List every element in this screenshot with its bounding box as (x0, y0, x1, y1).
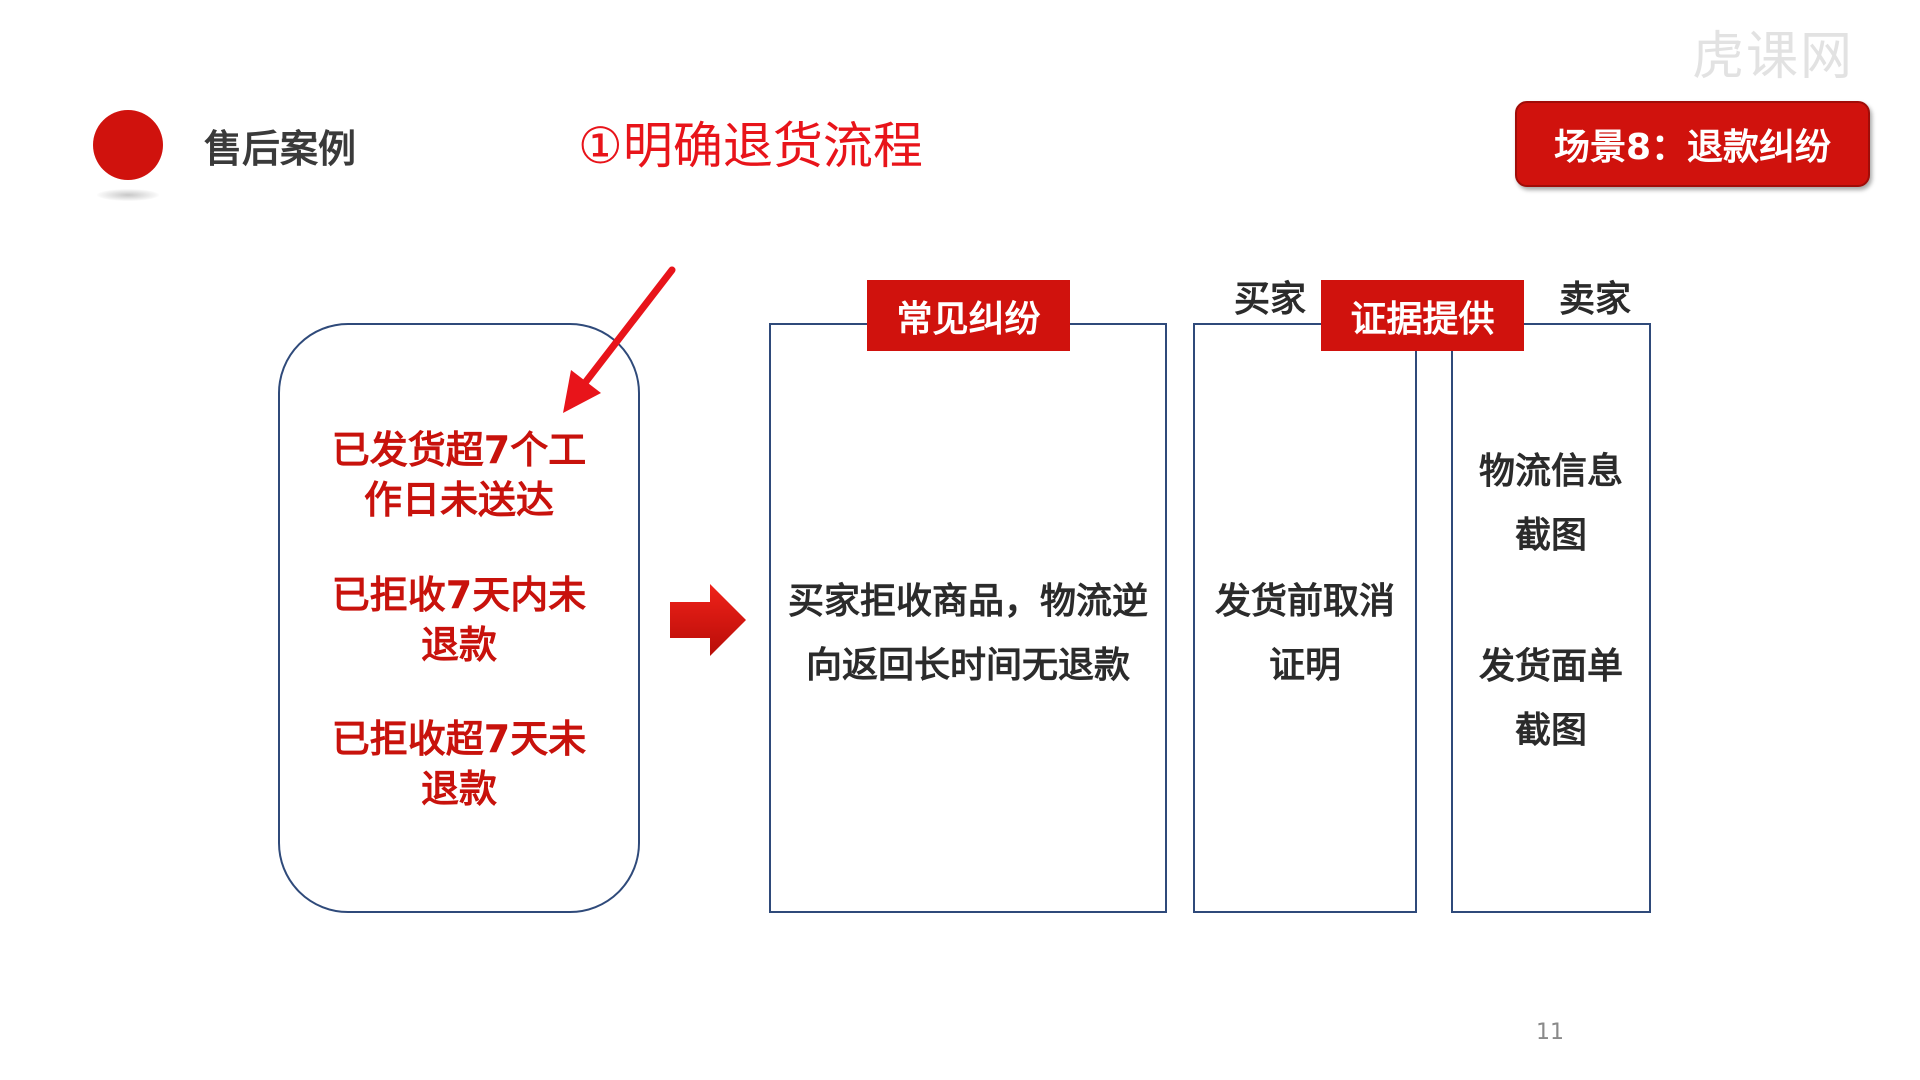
case-item-3: 已拒收超7天未 退款 (331, 717, 587, 811)
case-item-2: 已拒收7天内未 退款 (331, 573, 587, 667)
right-arrow-icon (670, 584, 746, 656)
buyer-label: 买家 (1234, 279, 1307, 320)
common-dispute-tag: 常见纠纷 (867, 280, 1070, 351)
section-title: 售后案例 (204, 127, 357, 171)
seller-label: 卖家 (1559, 279, 1632, 320)
case-item-1: 已发货超7个工 作日未送达 (331, 428, 587, 522)
page-number: 11 (1536, 1020, 1564, 1045)
step-title: ①明确退货流程 (578, 117, 923, 175)
header-dot-shadow (97, 189, 159, 201)
seller-evidence-item-1: 物流信息 截图 (1478, 451, 1623, 556)
seller-evidence-box: 物流信息 截图 发货面单 截图 (1451, 323, 1651, 913)
header-dot-icon (93, 110, 163, 180)
seller-evidence-item-2: 发货面单 截图 (1478, 646, 1623, 751)
evidence-tag: 证据提供 (1321, 280, 1524, 351)
case-panel: 已发货超7个工 作日未送达 已拒收7天内未 退款 已拒收超7天未 退款 (278, 323, 640, 913)
common-dispute-box: 买家拒收商品，物流逆 向返回长时间无退款 (769, 323, 1167, 913)
scene-badge: 场景8：退款纠纷 (1515, 101, 1870, 187)
dispute-text: 买家拒收商品，物流逆 向返回长时间无退款 (787, 581, 1148, 686)
watermark-logo: 虎课网 (1692, 27, 1855, 87)
buyer-evidence-text: 发货前取消 证明 (1214, 581, 1395, 686)
buyer-evidence-box: 发货前取消 证明 (1193, 323, 1417, 913)
diagonal-arrow-icon (563, 266, 676, 413)
